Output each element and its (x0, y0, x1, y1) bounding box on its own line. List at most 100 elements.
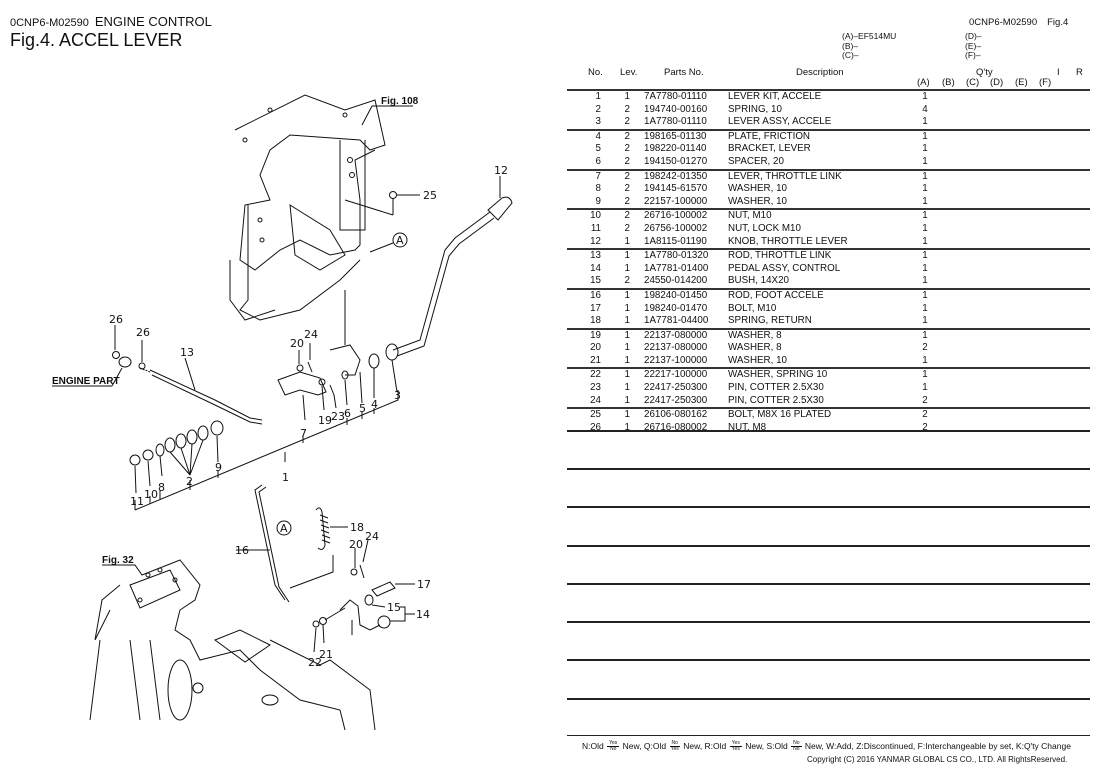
legend-r: New, R:Old (683, 741, 727, 751)
callout-22[interactable]: 22 (308, 656, 322, 669)
cell-qty-a: 1 (922, 289, 928, 301)
callout-3[interactable]: 3 (394, 389, 401, 402)
cell-description: SPRING, RETURN (728, 315, 812, 327)
cell-no: 7 (595, 170, 601, 182)
cell-part-no: 22157-100000 (644, 195, 708, 207)
col-no: No. (588, 67, 603, 78)
cell-no: 8 (595, 183, 601, 195)
col-qty-f: (F) (1039, 77, 1052, 88)
callout-11[interactable]: 11 (130, 495, 144, 508)
callout-24-bottom[interactable]: 24 (365, 530, 379, 543)
callout-23[interactable]: 23 (331, 410, 345, 423)
callout-18[interactable]: 18 (350, 521, 364, 534)
cell-no: 12 (590, 235, 601, 247)
cell-part-no: 22217-100000 (644, 369, 708, 381)
callout-13[interactable]: 13 (180, 346, 194, 359)
col-qty-b: (B) (942, 77, 955, 88)
fig-ref-108[interactable]: Fig. 108 (381, 96, 419, 107)
cell-qty-a: 1 (922, 222, 928, 234)
callout-4[interactable]: 4 (371, 398, 378, 411)
blank-row-divider (567, 621, 1090, 623)
col-i: I (1057, 67, 1060, 78)
callout-17[interactable]: 17 (417, 578, 431, 591)
callout-7[interactable]: 7 (300, 427, 307, 440)
cell-description: BOLT, M8X 16 PLATED (728, 409, 832, 421)
callout-1[interactable]: 1 (282, 471, 289, 484)
cell-no: 18 (590, 315, 601, 327)
cell-no: 15 (590, 275, 601, 287)
callout-24-top[interactable]: 24 (304, 328, 318, 341)
cell-lev: 2 (624, 170, 630, 182)
engine-part-ref[interactable]: ENGINE PART (52, 376, 120, 387)
cell-qty-a: 1 (922, 354, 928, 366)
cell-no: 17 (590, 302, 601, 314)
callout-14[interactable]: 14 (416, 608, 430, 621)
callout-2[interactable]: 2 (186, 475, 193, 488)
cell-description: PEDAL ASSY, CONTROL (728, 262, 841, 274)
fig-ref-32[interactable]: Fig. 32 (102, 555, 134, 566)
callout-5[interactable]: 5 (359, 402, 366, 415)
cell-lev: 2 (624, 275, 630, 287)
cell-lev: 1 (624, 262, 630, 274)
callout-16[interactable]: 16 (235, 544, 249, 557)
callout-15[interactable]: 15 (387, 601, 401, 614)
cell-lev: 2 (624, 155, 630, 167)
blank-row-divider (567, 430, 1090, 432)
cell-description: WASHER, SPRING 10 (728, 369, 828, 381)
model-a: (A)–EF514MU (842, 31, 897, 41)
callout-26-left[interactable]: 26 (109, 313, 123, 326)
callout-6[interactable]: 6 (344, 407, 351, 420)
callout-21[interactable]: 21 (319, 648, 333, 661)
cell-qty-a: 1 (922, 382, 928, 394)
cell-part-no: 22137-080000 (644, 329, 708, 341)
callout-19[interactable]: 19 (318, 414, 332, 427)
callout-20-top[interactable]: 20 (290, 337, 304, 350)
callout-25[interactable]: 25 (423, 189, 437, 202)
cell-no: 20 (590, 342, 601, 354)
cell-qty-a: 2 (922, 394, 928, 406)
callout-10[interactable]: 10 (144, 488, 158, 501)
blank-row-divider (567, 545, 1090, 547)
callout-26-right[interactable]: 26 (136, 326, 150, 339)
col-description: Description (796, 67, 844, 78)
cell-part-no: 26106-080162 (644, 409, 708, 421)
callout-9[interactable]: 9 (215, 461, 222, 474)
cell-qty-a: 1 (922, 183, 928, 195)
cell-no: 25 (590, 409, 601, 421)
cell-part-no: 1A7780-01320 (644, 250, 709, 262)
cell-qty-a: 4 (922, 103, 928, 115)
callout-8[interactable]: 8 (158, 481, 165, 494)
callout-12[interactable]: 12 (494, 164, 508, 177)
callout-20-bottom[interactable]: 20 (349, 538, 363, 551)
